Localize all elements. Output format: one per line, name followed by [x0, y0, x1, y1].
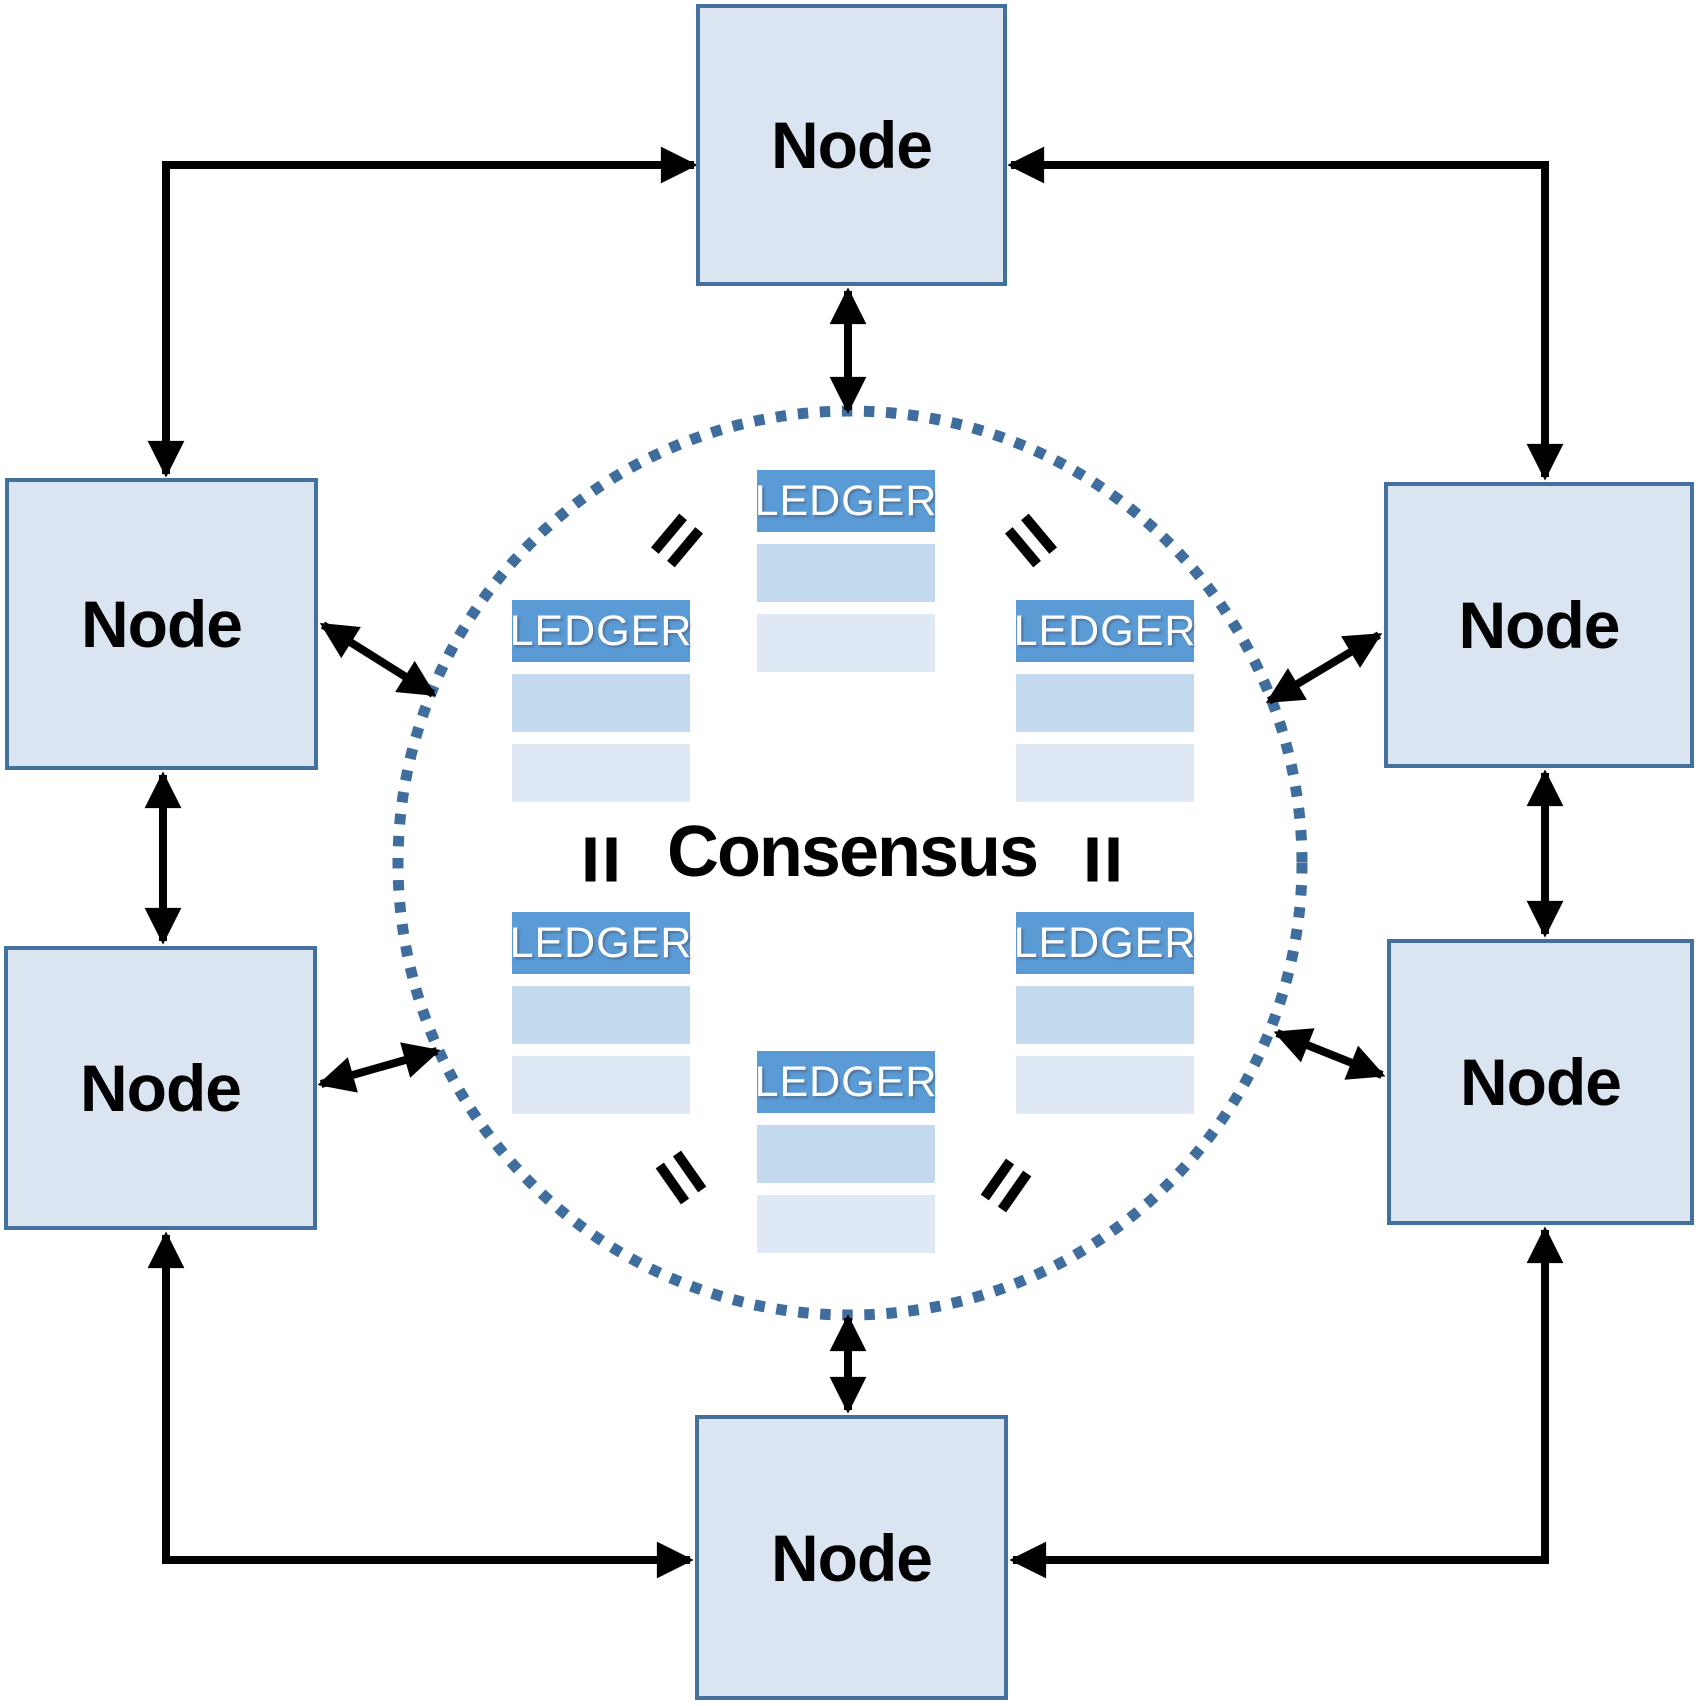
- node-label: Node: [771, 1520, 933, 1595]
- ledger-row: [512, 1056, 690, 1114]
- arrow-lower-right-node-to-circle: [1273, 1028, 1386, 1080]
- ledger-row: [512, 674, 690, 732]
- ledger-lower-left: LEDGER: [510, 912, 691, 1114]
- arrow-lower-left-node-to-circle: [317, 1042, 441, 1093]
- node-box-upper-right: Node: [1384, 482, 1694, 768]
- ledger-upper-left: LEDGER: [510, 600, 691, 802]
- node-label: Node: [80, 1051, 242, 1125]
- arrow-upper-right-node-to-circle: [1265, 631, 1383, 705]
- ledger-row: [757, 614, 935, 672]
- ledger-top-center: LEDGER: [755, 470, 936, 672]
- connector-bottom-left-L-arrow: [147, 1231, 694, 1579]
- node-label: Node: [771, 108, 933, 182]
- ledger-row: [512, 986, 690, 1044]
- ledger-header: LEDGER: [1014, 912, 1195, 974]
- connector-top-right-L-arrow: [1007, 146, 1564, 481]
- arrow-upper-left-node-to-circle: [319, 621, 437, 698]
- ledger-row: [1016, 744, 1194, 802]
- ledger-row: [512, 744, 690, 802]
- node-box-lower-left: Node: [4, 946, 317, 1230]
- ledger-header: LEDGER: [755, 1051, 936, 1113]
- connector-bottom-right-L-arrow: [1009, 1226, 1564, 1579]
- node-box-bottom: Node: [695, 1415, 1008, 1700]
- ledger-header: LEDGER: [510, 600, 691, 662]
- node-label: Node: [1458, 588, 1621, 662]
- ledger-row: [1016, 986, 1194, 1044]
- ledger-row: [1016, 674, 1194, 732]
- node-box-upper-left: Node: [5, 478, 318, 770]
- ledger-row: [757, 1125, 935, 1183]
- ledger-header: LEDGER: [1014, 600, 1195, 662]
- connector-top-left-L-arrow: [147, 146, 698, 478]
- ledger-bottom-center: LEDGER: [755, 1051, 936, 1253]
- ledger-row: [757, 1195, 935, 1253]
- ledger-lower-right: LEDGER: [1014, 912, 1195, 1114]
- node-label: Node: [81, 587, 243, 661]
- consensus-title: Consensus: [666, 812, 1039, 892]
- ledger-row: [1016, 1056, 1194, 1114]
- ledger-header: LEDGER: [755, 470, 936, 532]
- ledger-upper-right: LEDGER: [1014, 600, 1195, 802]
- node-box-top: Node: [696, 4, 1007, 286]
- ledger-header: LEDGER: [510, 912, 691, 974]
- node-box-lower-right: Node: [1387, 939, 1694, 1225]
- ledger-row: [757, 544, 935, 602]
- node-label: Node: [1460, 1045, 1622, 1119]
